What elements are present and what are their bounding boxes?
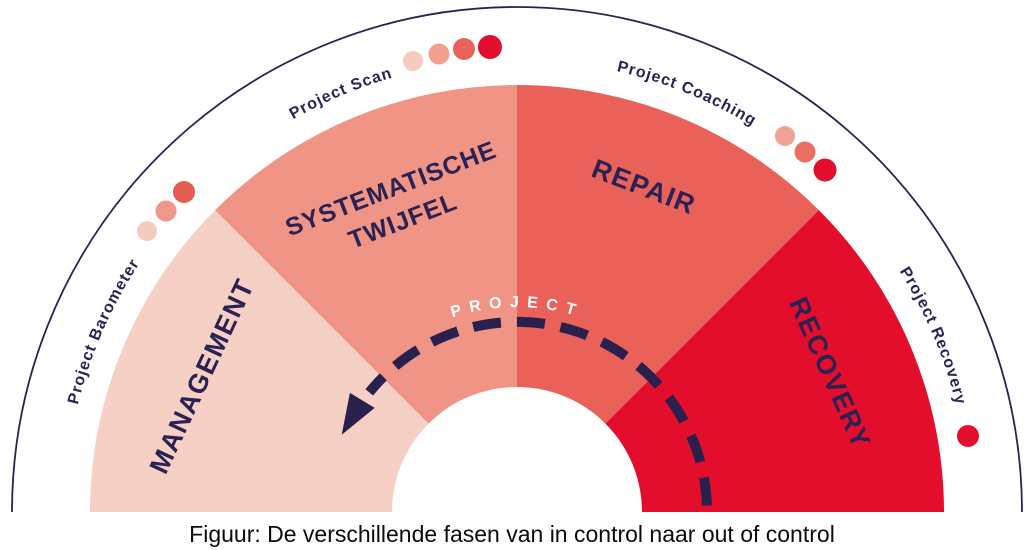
phase-dot <box>794 141 816 163</box>
phase-dot <box>155 200 177 222</box>
scan-dots <box>403 35 502 71</box>
wedge-repair <box>517 85 819 424</box>
phase-dot <box>478 35 502 59</box>
outer-ring-arc <box>11 6 1023 513</box>
coaching-dots <box>775 126 837 182</box>
recovery-dots <box>957 425 979 447</box>
phase-dot <box>453 38 475 60</box>
phase-dot <box>403 51 423 71</box>
phase-dot <box>137 221 157 241</box>
phase-dot <box>813 158 837 182</box>
barometer-dots <box>137 181 195 241</box>
wedge-management <box>90 210 429 512</box>
phase-dot <box>173 181 195 203</box>
phase-dot <box>428 43 450 65</box>
project-arc-dashed-line <box>365 316 712 506</box>
figure-caption: Figuur: De verschillende fasen van in co… <box>189 521 835 547</box>
project-arc-arrowhead-icon <box>341 392 375 435</box>
phase-dot <box>957 425 979 447</box>
phase-dot <box>775 126 795 146</box>
